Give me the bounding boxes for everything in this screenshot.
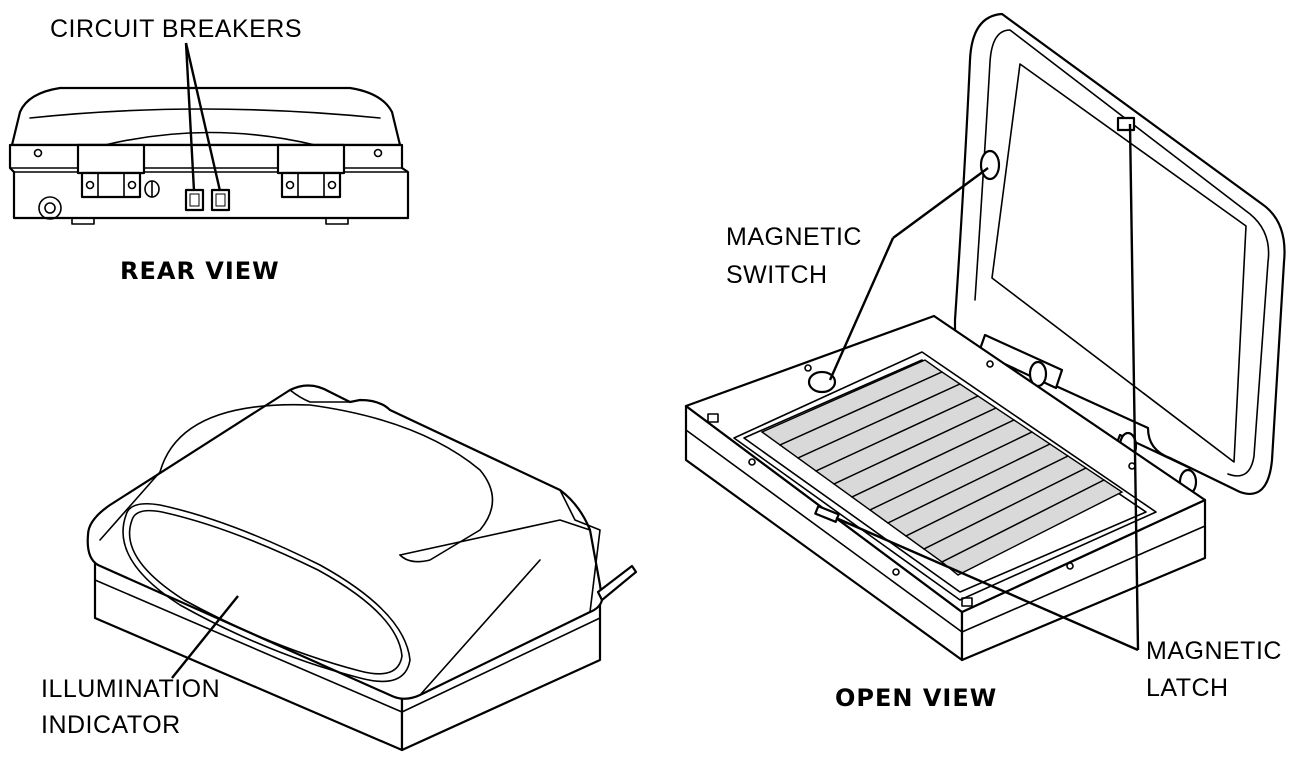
magnetic-latch-label-line1: MAGNETIC (1146, 637, 1282, 665)
circuit-breaker-leader-1 (184, 42, 196, 192)
circuit-breaker-leader-2 (184, 42, 222, 192)
magnetic-switch-label-line2: SWITCH (726, 261, 828, 289)
illumination-indicator-label-line2: INDICATOR (41, 711, 181, 739)
rear-view-title: REAR VIEW (120, 257, 280, 285)
switch-leader-base (828, 237, 895, 381)
circuit-breaker-1 (184, 188, 205, 212)
latch-leader-base (835, 516, 1139, 652)
magnetic-switch-label-line1: MAGNETIC (726, 223, 862, 251)
lid-switch (979, 149, 1001, 181)
illumination-indicator-label-line1: ILLUMINATION (41, 675, 221, 703)
circuit-breakers-label: CIRCUIT BREAKERS (50, 15, 303, 43)
circuit-breaker-2 (210, 188, 231, 212)
magnetic-latch-label-line2: LATCH (1146, 674, 1229, 702)
closed-unit-drawing (86, 384, 638, 752)
open-view-drawing (684, 12, 1286, 662)
base-switch (807, 370, 837, 394)
latch-leader-lid (1128, 123, 1140, 651)
rear-view-drawing (8, 42, 410, 225)
illumination-leader (171, 595, 239, 679)
lid-latch (1116, 116, 1136, 132)
switch-leader-lid (892, 167, 989, 239)
open-view-title: OPEN VIEW (835, 684, 998, 712)
